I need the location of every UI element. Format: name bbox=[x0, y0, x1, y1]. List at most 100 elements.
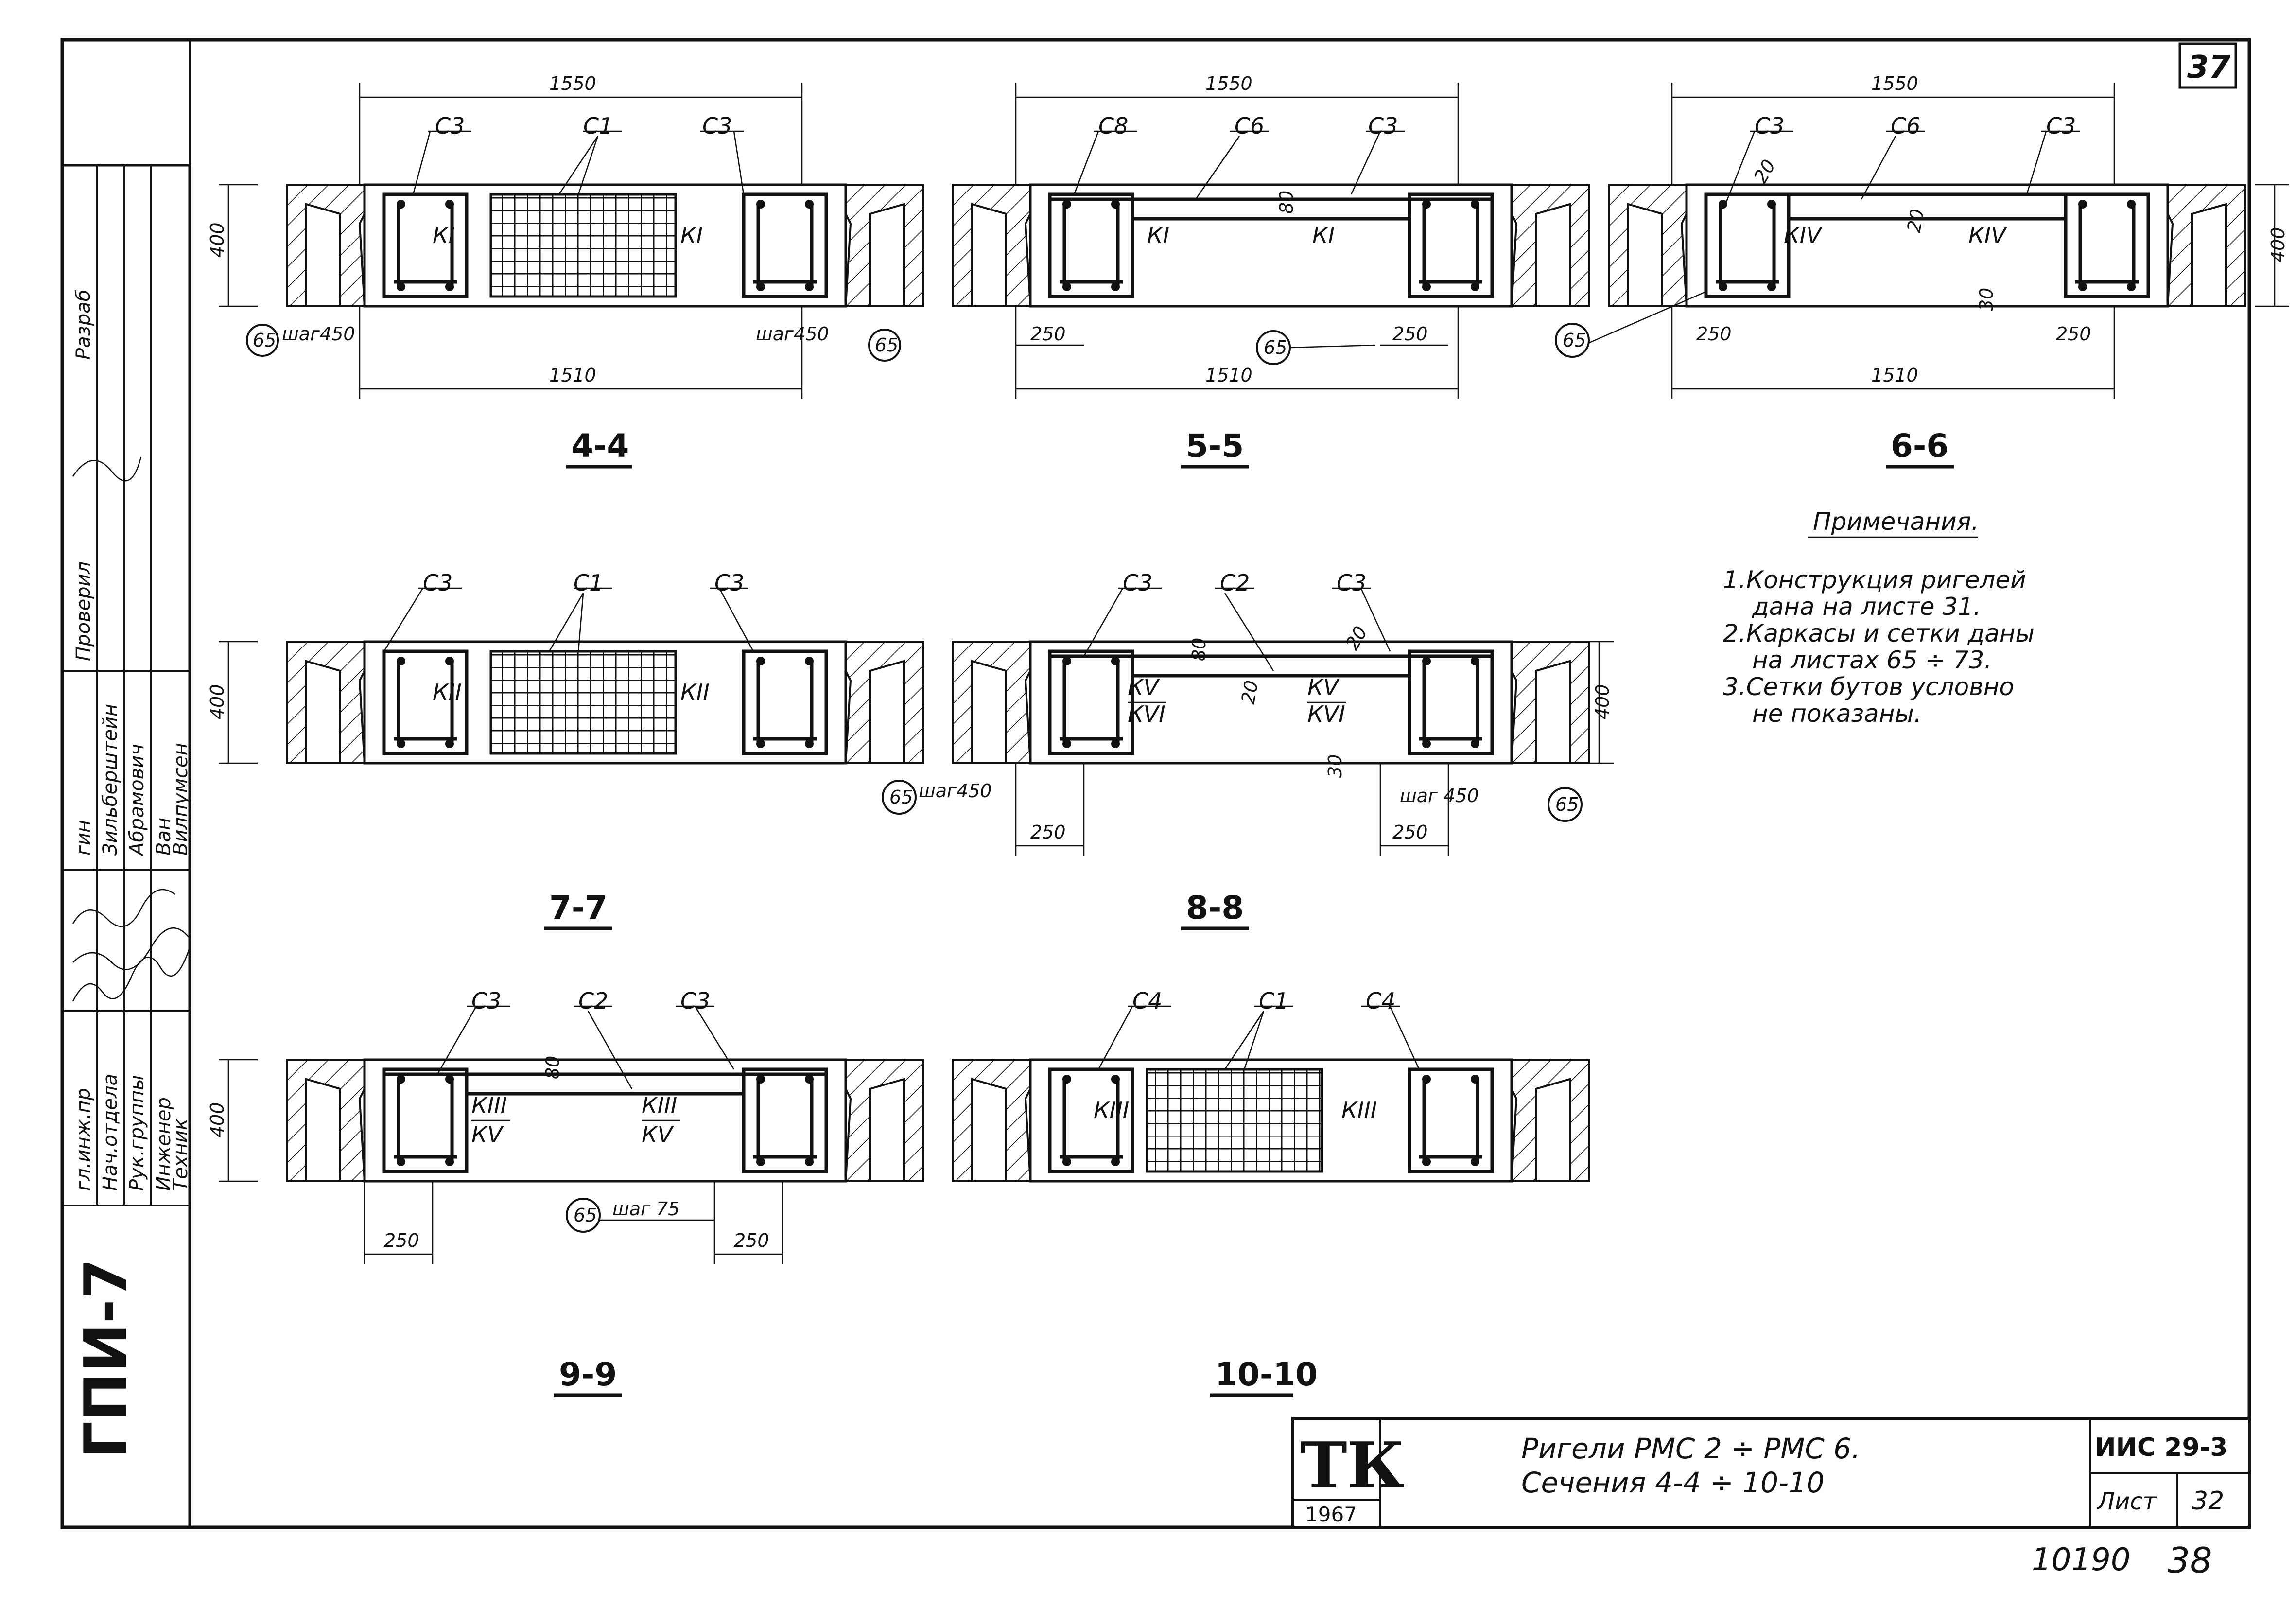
dim-small-2: 20 bbox=[1903, 207, 1929, 234]
dim-side-left: 250 bbox=[1030, 323, 1066, 345]
dim-small: 80 bbox=[542, 1056, 563, 1079]
signature-table: гл.инж.пр Нач.отдела Рук.группы Инженер … bbox=[61, 164, 192, 1529]
section-4-4: С3 С1 С3 КI КI 1550 1510 400 65 шаг450 6… bbox=[207, 73, 923, 469]
mark-left: 65 bbox=[889, 787, 913, 808]
title-block: ТК 1967 Ригели РМС 2 ÷ РМС 6. Сечения 4-… bbox=[1291, 1417, 2251, 1529]
frame-right: КIV bbox=[1968, 222, 2008, 248]
caption-8-8: 8-8 bbox=[1186, 889, 1244, 926]
name-2: Зильберштейн bbox=[99, 704, 122, 856]
section-8-8: С3 С2 С3 КV КVI КV КVI 250 250 400 80 20… bbox=[882, 570, 1614, 930]
label-c3: С3 bbox=[1368, 113, 1398, 139]
dim-height: 400 bbox=[2267, 227, 2289, 262]
label-c3-right: С3 bbox=[714, 570, 744, 596]
role-2: Нач.отдела bbox=[99, 1074, 122, 1191]
frame-3: КV bbox=[1307, 674, 1340, 700]
dim-small: 80 bbox=[1276, 191, 1297, 214]
caption-6-6: 6-6 bbox=[1891, 427, 1948, 465]
frame-left: КII bbox=[433, 679, 462, 705]
caption-5-5: 5-5 bbox=[1186, 427, 1244, 465]
step-left: шаг450 bbox=[919, 780, 992, 802]
frame-1: КV bbox=[1128, 674, 1161, 700]
dim-height: 400 bbox=[207, 1102, 228, 1137]
note-line-4: на листах 65 ÷ 73. bbox=[1752, 646, 1992, 674]
dim-side-left: 250 bbox=[384, 1230, 419, 1251]
label-c2: С2 bbox=[578, 988, 608, 1014]
label-c3-left: С3 bbox=[1123, 570, 1152, 596]
dim-top: 1550 bbox=[1205, 73, 1252, 94]
dim-small-2: 20 bbox=[1237, 679, 1263, 705]
step: шаг 75 bbox=[612, 1198, 679, 1220]
caption-4-4: 4-4 bbox=[571, 427, 629, 465]
footer-page: 38 bbox=[2168, 1540, 2212, 1581]
header-checked: Проверил bbox=[72, 561, 95, 661]
name-1: гин bbox=[72, 820, 95, 856]
footer-number: 10190 bbox=[2032, 1542, 2131, 1578]
frame-2: КV bbox=[471, 1121, 504, 1148]
logo: ТК bbox=[1300, 1428, 1405, 1503]
label-c3-right: С3 bbox=[680, 988, 710, 1014]
dim-bottom: 1510 bbox=[549, 365, 596, 386]
sheet-label: Лист bbox=[2096, 1488, 2157, 1515]
sheet-value: 32 bbox=[2192, 1486, 2224, 1516]
caption-10-10: 10-10 bbox=[1215, 1356, 1318, 1393]
frame-left: КI bbox=[433, 222, 455, 248]
section-7-7: С3 С1 С3 КII КII 400 7-7 bbox=[207, 570, 923, 930]
mark-left: 65 bbox=[253, 330, 276, 351]
note-line-1: 1.Конструкция ригелей bbox=[1723, 566, 2026, 594]
dim-small-4: 30 bbox=[1324, 754, 1346, 778]
mark-right: 65 bbox=[875, 334, 898, 356]
dim-side-right: 250 bbox=[1392, 821, 1428, 843]
step-right: шаг 450 bbox=[1400, 785, 1479, 806]
note-line-3: 2.Каркасы и сетки даны bbox=[1723, 619, 2035, 647]
label-c3-left: С3 bbox=[1755, 113, 1784, 139]
sheet-number: 37 bbox=[2187, 50, 2231, 86]
label-c6: С6 bbox=[1235, 113, 1264, 139]
dim-bottom: 1510 bbox=[1871, 365, 1918, 386]
step-right: шаг450 bbox=[756, 323, 829, 345]
label-c3-left: С3 bbox=[471, 988, 501, 1014]
section-6-6: С3 С6 С3 КIV КIV 1550 1510 400 250 250 2… bbox=[1555, 73, 2289, 469]
section-9-9: С3 С2 С3 КIII КV КIII КV 250 250 400 80 … bbox=[207, 988, 923, 1397]
label-c1: С1 bbox=[1259, 988, 1288, 1014]
mark: 65 bbox=[574, 1205, 597, 1226]
label-c1: С1 bbox=[574, 570, 603, 596]
dim-top: 1550 bbox=[549, 73, 596, 94]
section-10-10: С4 С1 С4 КIII КIII 10-10 bbox=[953, 988, 1589, 1397]
note-line-6: не показаны. bbox=[1752, 699, 1922, 728]
label-c3-right: С3 bbox=[702, 113, 732, 139]
frame-left: КI bbox=[1147, 222, 1169, 248]
role-3: Рук.группы bbox=[126, 1075, 148, 1191]
section-5-5: С8 С6 С3 КI КI 1550 1510 250 250 80 65 5… bbox=[953, 73, 1589, 469]
dim-height: 400 bbox=[207, 684, 228, 719]
year: 1967 bbox=[1305, 1503, 1357, 1526]
label-c1: С1 bbox=[583, 113, 613, 139]
dim-side-right: 250 bbox=[1392, 323, 1428, 345]
step-left: шаг450 bbox=[282, 323, 355, 345]
dim-side-right: 250 bbox=[2056, 323, 2091, 345]
role-5: Техник bbox=[170, 1119, 192, 1191]
label-c8: С8 bbox=[1098, 113, 1128, 139]
frame-right: КII bbox=[680, 679, 710, 705]
frame-4: КVI bbox=[1307, 701, 1345, 727]
frame-left: КIV bbox=[1784, 222, 1823, 248]
dim-height: 400 bbox=[207, 222, 228, 258]
stamp-code: ГПИ-7 bbox=[72, 1258, 140, 1458]
series: ИИС 29-3 bbox=[2095, 1433, 2227, 1462]
label-c2: С2 bbox=[1220, 570, 1250, 596]
header-developed: Разраб bbox=[72, 290, 95, 360]
frame-3: КIII bbox=[642, 1092, 677, 1119]
name-4: Ван bbox=[153, 818, 175, 856]
dim-small-1: 80 bbox=[1188, 638, 1210, 661]
frame-right: КI bbox=[680, 222, 703, 248]
dim-small-3: 30 bbox=[1976, 288, 1997, 311]
notes-title: Примечания. bbox=[1813, 507, 1979, 536]
dim-top: 1550 bbox=[1871, 73, 1918, 94]
role-4: Инженер bbox=[153, 1097, 175, 1191]
dim-side-right: 250 bbox=[734, 1230, 769, 1251]
frame-left: КIII bbox=[1094, 1097, 1129, 1123]
dim-side-left: 250 bbox=[1696, 323, 1732, 345]
frame-right: КI bbox=[1312, 222, 1335, 248]
label-c3-left: С3 bbox=[423, 570, 452, 596]
caption-9-9: 9-9 bbox=[559, 1356, 617, 1393]
